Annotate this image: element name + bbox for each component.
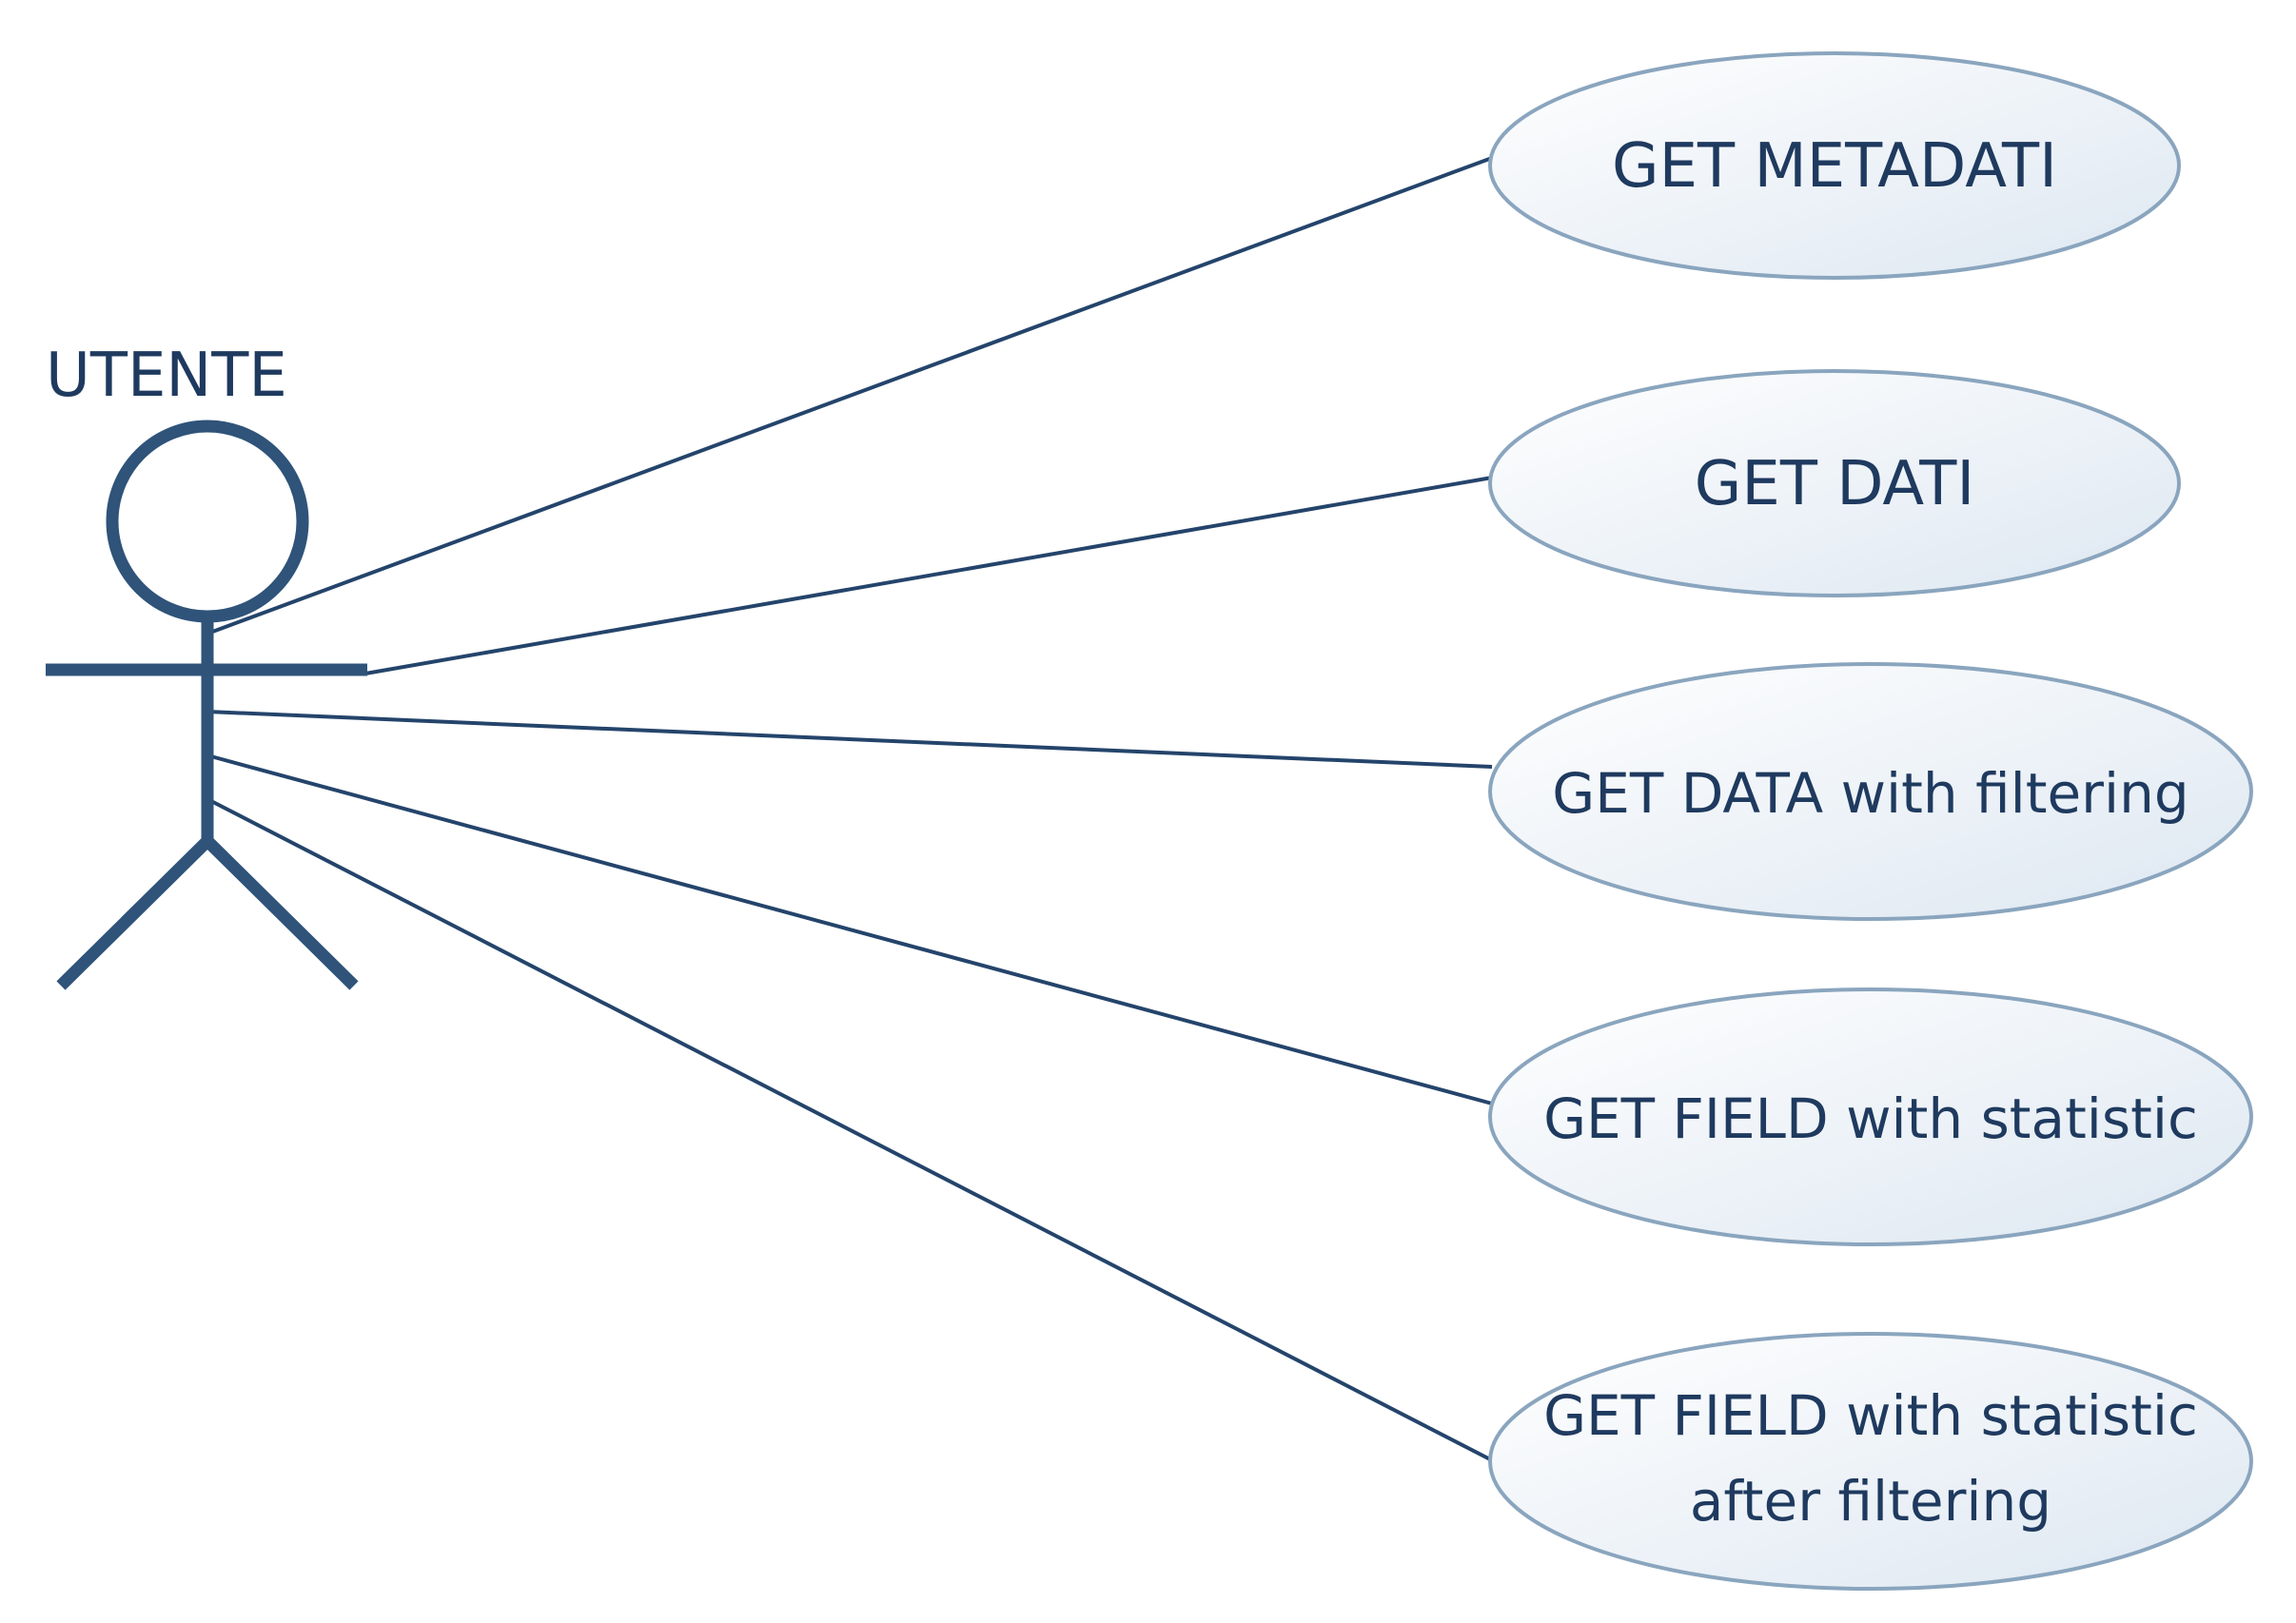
use-case-label-line-2: after filtering: [1690, 1469, 2051, 1534]
use-case-ellipse: [1488, 1332, 2253, 1591]
actor-right-leg: [203, 836, 359, 990]
association-line-get-field-statistic-filtering: [206, 797, 1493, 1462]
use-case-get-data-filtering[interactable]: GET DATA with filtering: [1488, 662, 2253, 921]
use-case-get-dati[interactable]: GET DATI: [1488, 369, 2181, 597]
use-case-get-field-statistic-filtering[interactable]: GET FIELD with statistic after filtering: [1488, 1332, 2253, 1591]
use-case-label: GET DATA with filtering: [1552, 761, 2188, 826]
association-line-get-field-statistic: [206, 753, 1493, 1105]
use-case-get-metadati[interactable]: GET METADATI: [1488, 51, 2181, 280]
use-case-ellipse: [1488, 51, 2181, 280]
use-case-ellipse: [1488, 662, 2253, 921]
use-case-label: GET FIELD with statistic: [1543, 1086, 2198, 1151]
actor-left-leg: [56, 836, 212, 990]
associations: [206, 156, 1493, 1462]
actor-figure: [46, 420, 367, 990]
use-case-get-field-statistic[interactable]: GET FIELD with statistic: [1488, 987, 2253, 1246]
use-case-ellipse: [1488, 987, 2253, 1246]
use-case-label-line-1: GET FIELD with statistic: [1543, 1383, 2198, 1448]
use-case-ellipse: [1488, 369, 2181, 597]
actor-label: UTENTE: [46, 341, 287, 411]
use-case-label: GET METADATI: [1612, 131, 2057, 202]
use-case-label: GET DATI: [1695, 449, 1974, 519]
actor-head: [106, 420, 309, 623]
association-line-get-dati: [364, 476, 1493, 675]
association-line-get-data-filtering: [206, 710, 1493, 769]
association-line-get-metadati: [206, 156, 1493, 636]
